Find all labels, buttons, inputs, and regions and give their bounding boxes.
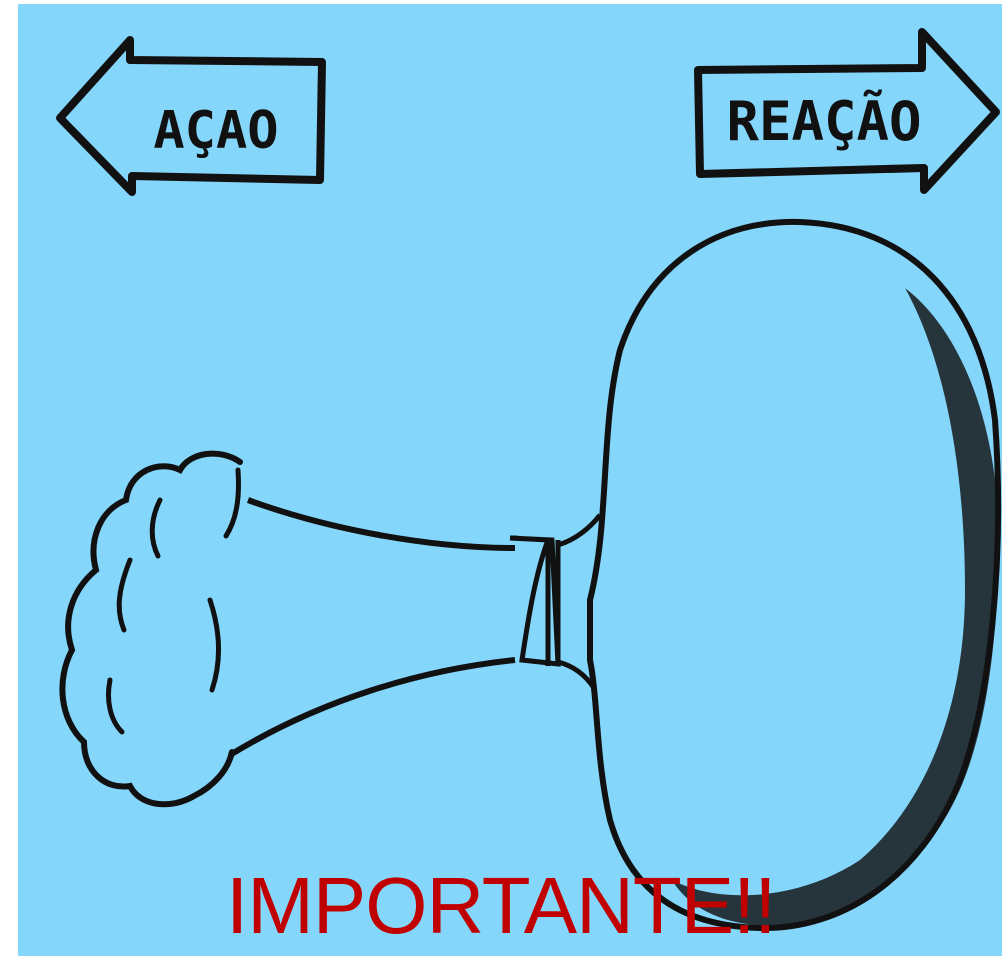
reaction-arrow: REAÇÃO (698, 32, 996, 190)
reaction-label: REAÇÃO (726, 90, 921, 153)
important-caption: IMPORTANTE!! (226, 866, 776, 946)
action-arrow: AÇAO (60, 40, 322, 192)
air-puff (62, 454, 240, 805)
balloon (590, 222, 998, 928)
action-label: AÇAO (153, 101, 278, 161)
balloon-neck (230, 500, 600, 755)
